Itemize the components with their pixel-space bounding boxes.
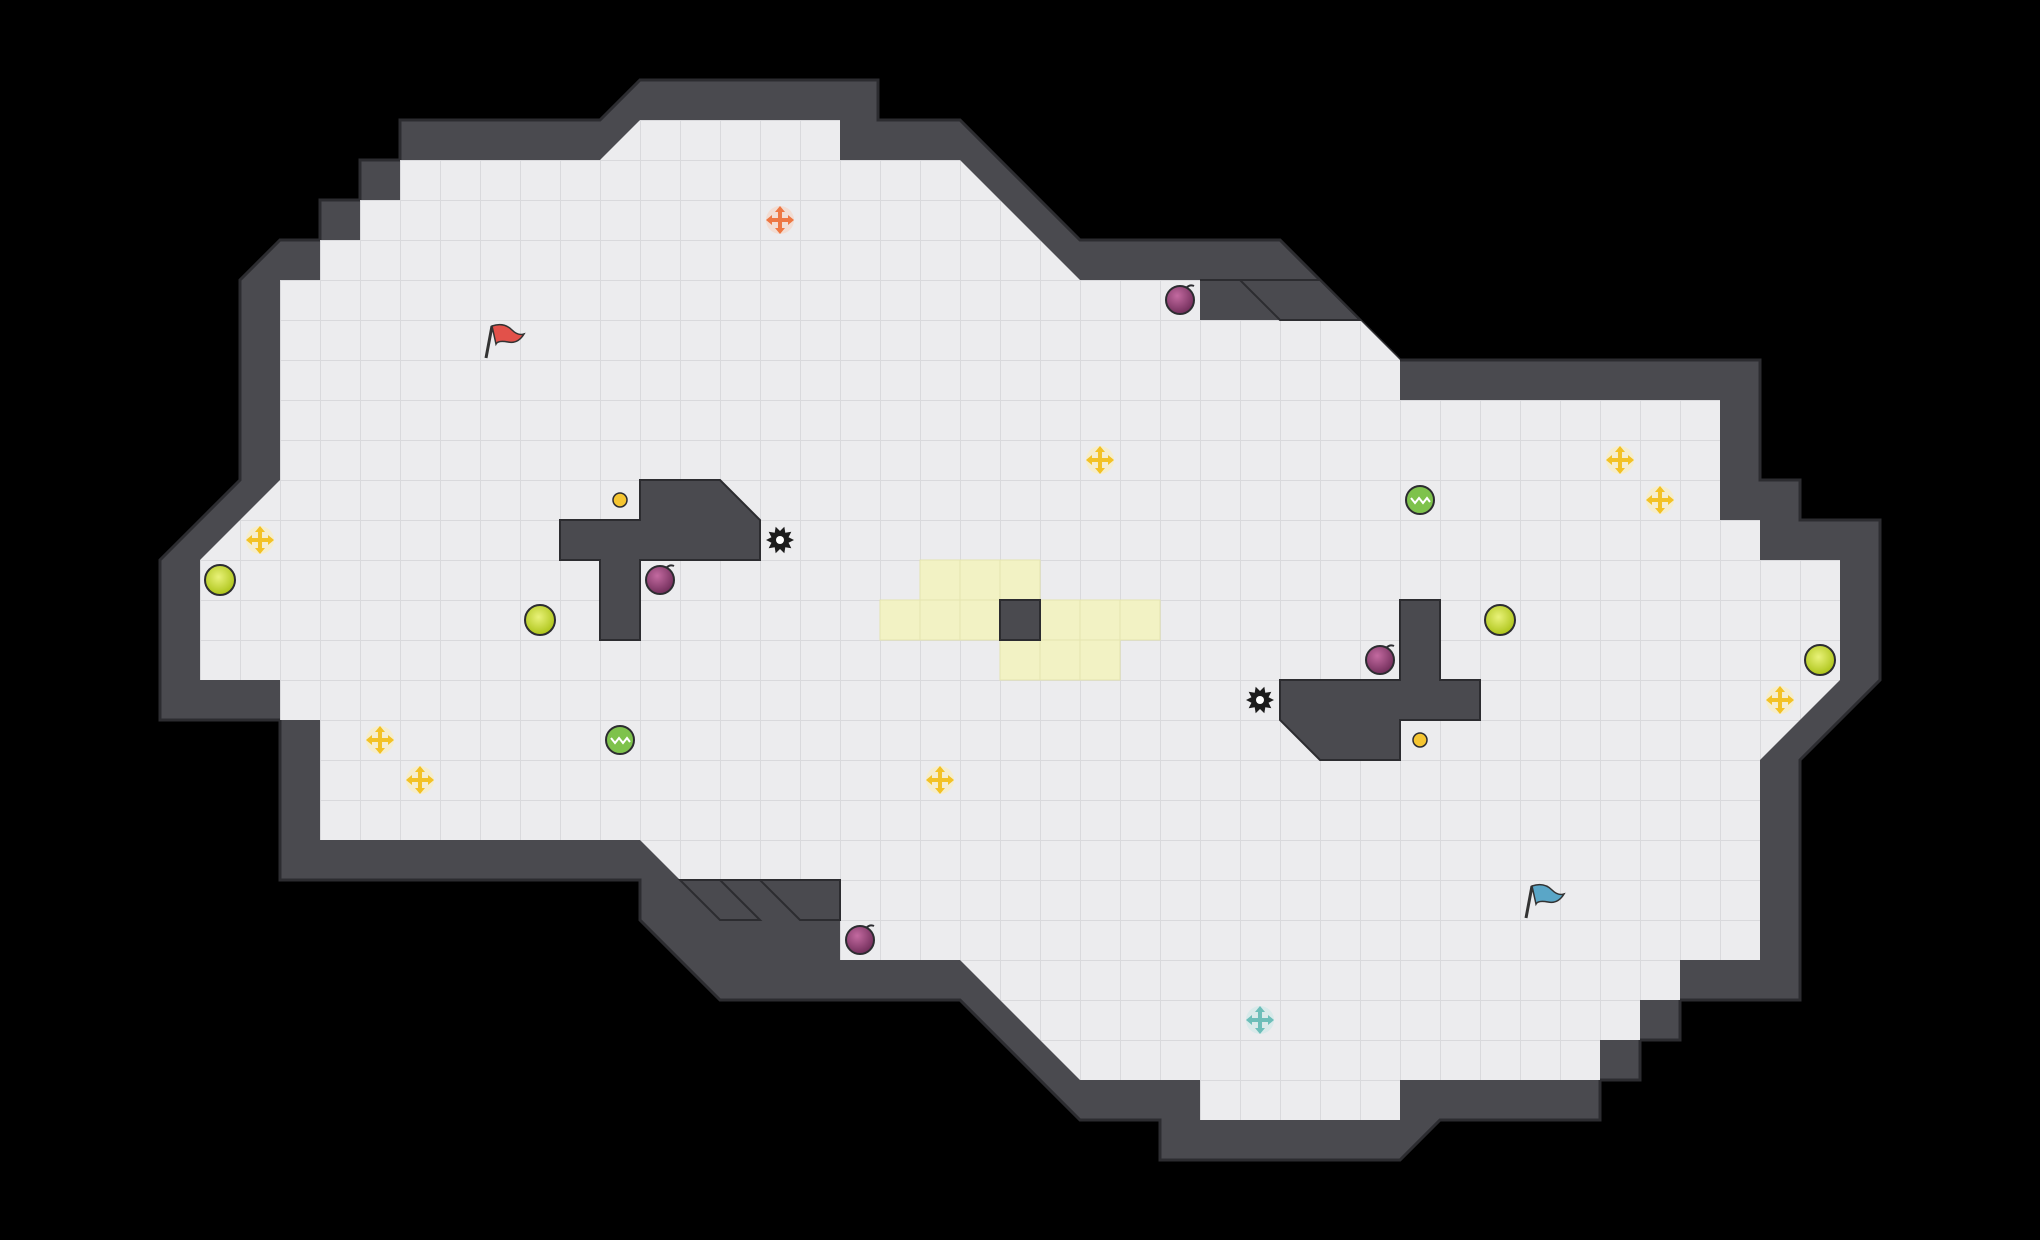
- highlight-tile: [1039, 639, 1081, 681]
- boost-icon: [926, 766, 954, 794]
- spike-icon: [766, 526, 794, 554]
- powerup-icon: [524, 604, 556, 636]
- highlight-tile: [999, 639, 1041, 681]
- token-icon: [612, 492, 628, 508]
- inner-wall-left: [559, 479, 761, 641]
- notch-wall-top: [1200, 279, 1363, 321]
- center-block-top: [999, 599, 1041, 641]
- boosts: [246, 446, 1794, 794]
- highlight-tile: [919, 599, 961, 641]
- blue-spawn-icon: [1246, 1006, 1274, 1034]
- highlight-tile: [999, 559, 1041, 601]
- gate-ball-icon: [605, 725, 635, 755]
- tokens: [612, 492, 1428, 748]
- powerups: [204, 564, 1836, 676]
- token-icon: [1412, 732, 1428, 748]
- highlight-tile: [959, 599, 1001, 641]
- boost-icon: [406, 766, 434, 794]
- notch-wall-bottom: [677, 879, 841, 921]
- powerup-icon: [1804, 644, 1836, 676]
- boost-icon: [366, 726, 394, 754]
- boost-icon: [246, 526, 274, 554]
- highlight-tile: [1079, 599, 1121, 641]
- boost-icon: [1606, 446, 1634, 474]
- center-highlight: [879, 559, 1161, 681]
- highlight-tile: [1039, 599, 1081, 641]
- spike-icon: [1246, 686, 1274, 714]
- red-spawn-icon: [766, 206, 794, 234]
- highlight-tile: [1119, 599, 1161, 641]
- boost-icon: [1086, 446, 1114, 474]
- gate-ball-icon: [1405, 485, 1435, 515]
- highlight-tile: [1079, 639, 1121, 681]
- inner-walls: [559, 279, 1481, 921]
- boost-icon: [1646, 486, 1674, 514]
- powerup-icon: [1484, 604, 1516, 636]
- blue-flag: [1524, 883, 1566, 919]
- bombs: [645, 284, 1395, 955]
- bomb-icon: [1165, 284, 1195, 315]
- inner-wall-right: [1279, 599, 1481, 761]
- bomb-icon: [845, 924, 875, 955]
- spikes: [766, 526, 1274, 714]
- highlight-tile: [919, 559, 961, 601]
- bomb-icon: [645, 564, 675, 595]
- highlight-tile: [879, 599, 921, 641]
- bomb-icon: [1365, 644, 1395, 675]
- powerup-icon: [204, 564, 236, 596]
- red-flag: [484, 323, 526, 359]
- gates: [605, 485, 1435, 755]
- boost-icon: [1766, 686, 1794, 714]
- highlight-tile: [959, 559, 1001, 601]
